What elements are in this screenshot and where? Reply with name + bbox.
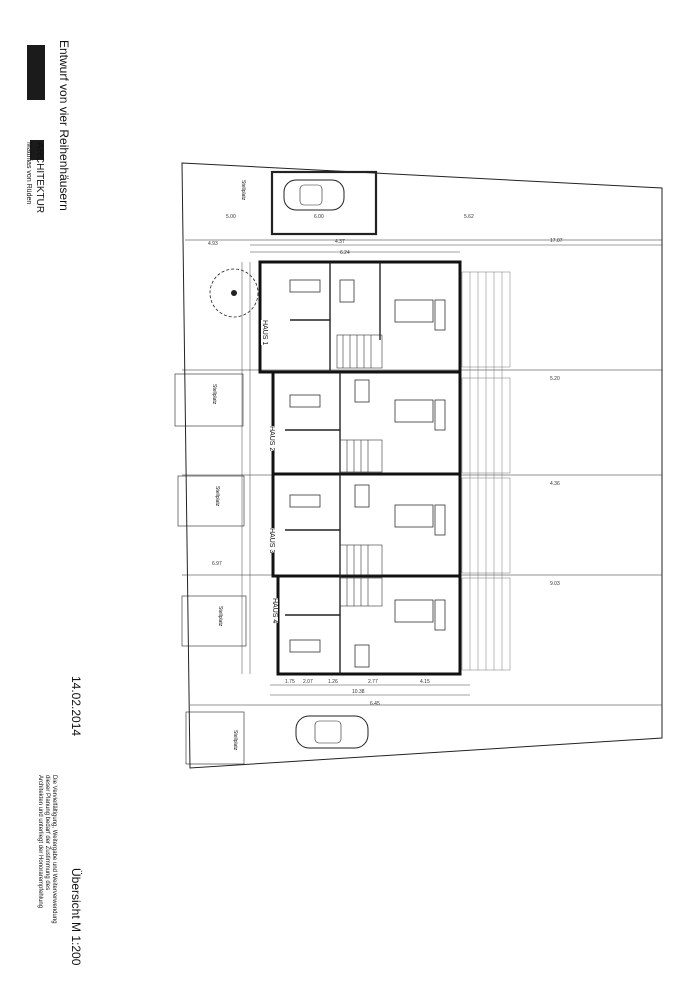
dimension-label: 6.24 bbox=[340, 250, 350, 256]
dimension-label: 4.36 bbox=[550, 481, 560, 487]
parking-label: Stellplatz bbox=[240, 180, 246, 201]
parking-space bbox=[174, 373, 244, 427]
dimension-label: 5.00 bbox=[226, 214, 236, 220]
parking-space bbox=[185, 711, 245, 765]
parking-space bbox=[177, 475, 245, 527]
parking-label: Stellplatz bbox=[214, 486, 220, 507]
dimension-label: 4.37 bbox=[335, 239, 345, 245]
dimension-label: 4.93 bbox=[208, 241, 218, 247]
dimension-label: 2.07 bbox=[303, 679, 313, 685]
dimension-label: 1.26 bbox=[328, 679, 338, 685]
house-label: HAUS 3 bbox=[268, 528, 275, 554]
dimension-label: 17.07 bbox=[550, 238, 563, 244]
dimension-lines bbox=[241, 244, 662, 696]
plot-boundary bbox=[181, 162, 663, 769]
architecture-logo bbox=[30, 140, 44, 160]
dimension-label: 1.75 bbox=[285, 679, 295, 685]
car-icon bbox=[295, 715, 369, 749]
dimension-label: 6.00 bbox=[314, 214, 324, 220]
dimension-label: 5.62 bbox=[464, 214, 474, 220]
dimension-label: 6.97 bbox=[212, 561, 222, 567]
car-icon bbox=[283, 179, 345, 211]
dimension-label: 9.03 bbox=[550, 581, 560, 587]
garage bbox=[270, 170, 378, 236]
parking-space bbox=[181, 595, 247, 647]
parking-label: Stellplatz bbox=[232, 730, 238, 751]
parking-label: Stellplatz bbox=[217, 606, 223, 627]
stairs bbox=[336, 334, 383, 607]
house-label: HAUS 2 bbox=[268, 426, 275, 452]
house-label: HAUS 1 bbox=[261, 320, 268, 346]
dimension-label: 4.15 bbox=[420, 679, 430, 685]
firm-logo bbox=[27, 45, 45, 100]
house-walls bbox=[258, 260, 462, 676]
house-label: HAUS 4 bbox=[271, 598, 278, 624]
dimension-label: 2.77 bbox=[368, 679, 378, 685]
interior-walls bbox=[285, 262, 381, 674]
tree-icon bbox=[209, 268, 259, 318]
furniture bbox=[289, 279, 446, 668]
dimension-label: 5.20 bbox=[550, 376, 560, 382]
dimension-label: 10.38 bbox=[352, 689, 365, 695]
dimension-label: 6.45 bbox=[370, 701, 380, 707]
parking-label: Stellplatz bbox=[211, 384, 217, 405]
terrace bbox=[461, 271, 511, 671]
